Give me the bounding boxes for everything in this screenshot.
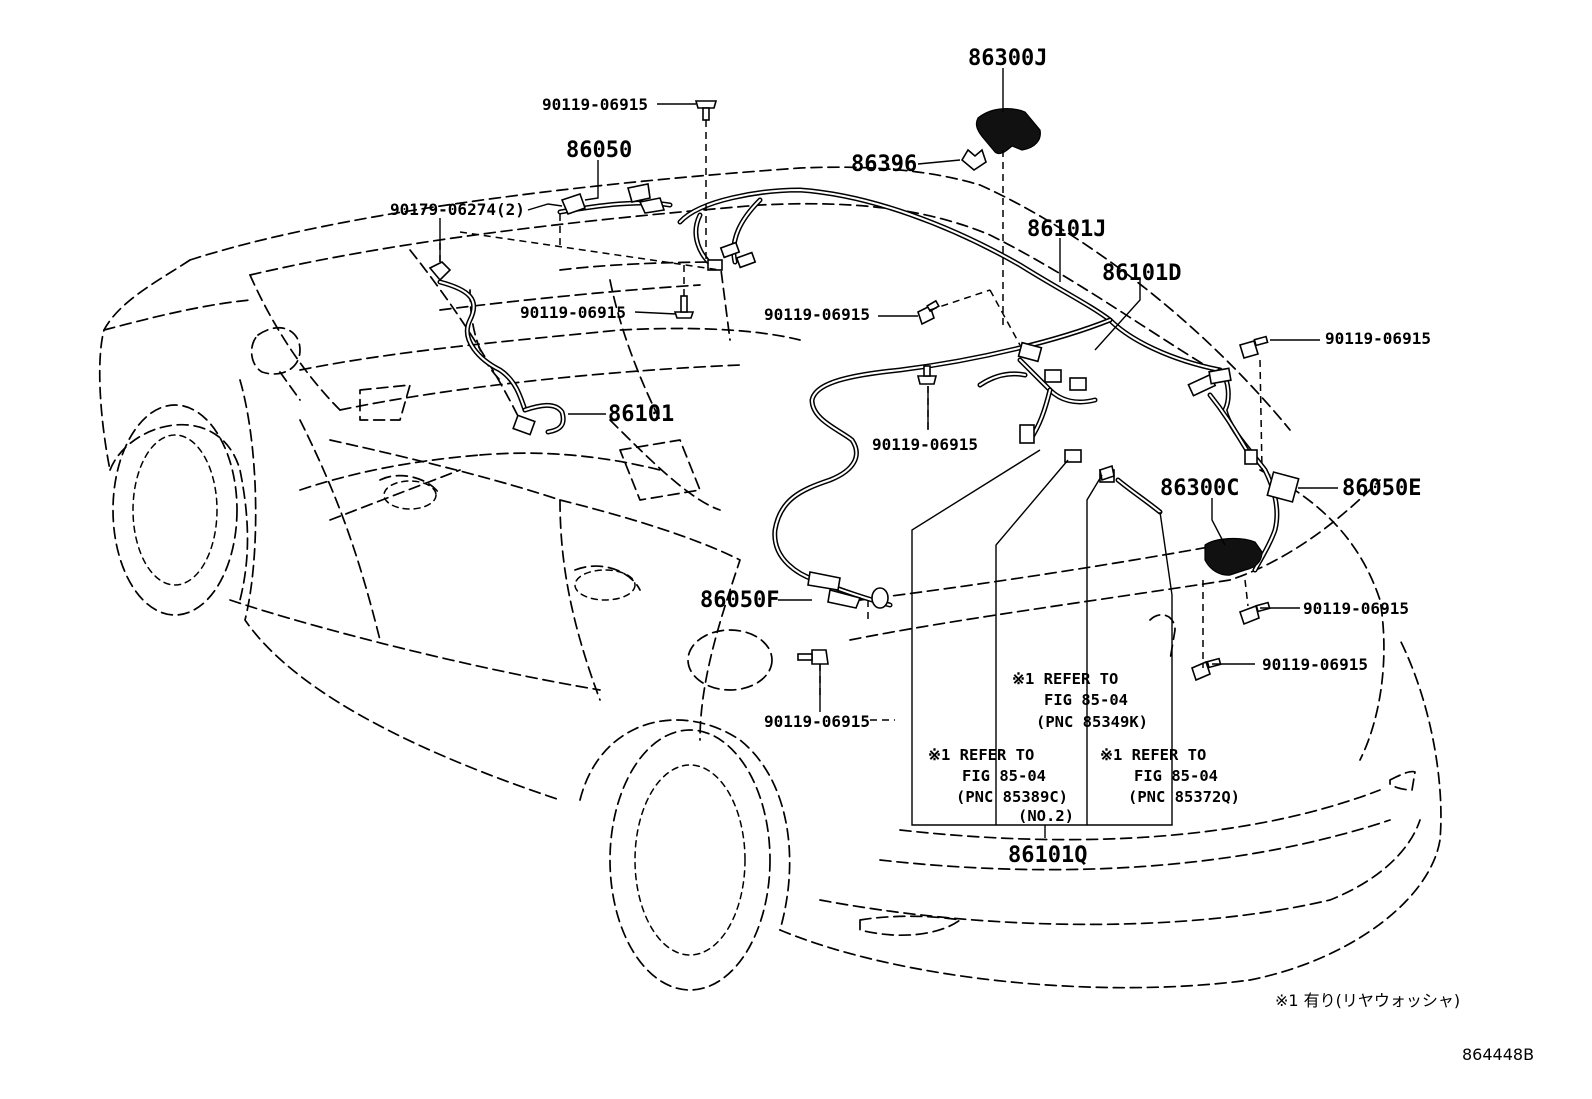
reference-note-3: ※1 REFER TO FIG 85-04 (PNC 85372Q) — [1100, 746, 1240, 806]
bolt-a — [694, 100, 718, 121]
svg-text:(PNC 85349K): (PNC 85349K) — [1036, 713, 1148, 731]
label-86300J: 86300J — [968, 46, 1047, 71]
bolt-b — [673, 295, 695, 319]
svg-text:(PNC 85372Q): (PNC 85372Q) — [1128, 788, 1240, 806]
label-bolt-a: 90119-06915 — [542, 95, 648, 114]
svg-text:※1 REFER TO: ※1 REFER TO — [928, 746, 1034, 764]
bolt-d — [916, 365, 938, 385]
bolt-g — [1191, 657, 1222, 682]
label-bolt-c: 90119-06915 — [764, 305, 870, 324]
svg-text:FIG 85-04: FIG 85-04 — [1134, 767, 1218, 785]
svg-text:※1 REFER TO: ※1 REFER TO — [1012, 670, 1118, 688]
label-86101J: 86101J — [1027, 217, 1106, 242]
label-bolt-f: 90119-06915 — [1303, 599, 1409, 618]
svg-text:FIG 85-04: FIG 85-04 — [1044, 691, 1128, 709]
reference-note-1: ※1 REFER TO FIG 85-04 (PNC 85349K) — [1012, 670, 1148, 731]
part-labels: 86300J 86396 86050 90119-06915 90179-062… — [390, 46, 1431, 868]
label-bolt-g: 90119-06915 — [1262, 655, 1368, 674]
antenna-base-86300J — [975, 108, 1041, 155]
clip-86396 — [960, 148, 987, 171]
label-86050E: 86050E — [1342, 476, 1421, 501]
svg-text:(NO.2): (NO.2) — [1018, 807, 1074, 825]
label-86300C: 86300C — [1160, 476, 1239, 501]
footnote: ※1 有り(リヤウォッシャ) — [1275, 991, 1460, 1010]
leader-lines — [439, 68, 1338, 838]
label-bolt-b: 90119-06915 — [520, 303, 626, 322]
car-body-outline — [98, 166, 1442, 991]
bolt-h — [797, 649, 829, 665]
label-bolt-e: 90119-06915 — [1325, 329, 1431, 348]
bolt-c — [917, 299, 940, 326]
label-clip-90179: 90179-06274(2) — [390, 200, 525, 219]
svg-text:FIG 85-04: FIG 85-04 — [962, 767, 1046, 785]
label-86101Q: 86101Q — [1008, 843, 1087, 868]
wire-harness-group — [437, 187, 1280, 608]
label-86050: 86050 — [566, 138, 632, 163]
bolt-e — [1238, 335, 1269, 359]
label-86101D: 86101D — [1102, 261, 1181, 286]
reference-note-2: ※1 REFER TO FIG 85-04 (PNC 85389C) (NO.2… — [928, 746, 1074, 825]
parts-group — [428, 100, 1300, 682]
washer-pump-86300C — [1204, 537, 1263, 576]
label-bolt-h: 90119-06915 — [764, 712, 870, 731]
svg-text:※1 REFER TO: ※1 REFER TO — [1100, 746, 1206, 764]
label-bolt-d: 90119-06915 — [872, 435, 978, 454]
label-86101: 86101 — [608, 402, 674, 427]
bolt-f — [1238, 601, 1271, 626]
label-86050F: 86050F — [700, 588, 779, 613]
label-86396: 86396 — [851, 152, 917, 177]
figure-id: 864448B — [1462, 1045, 1534, 1064]
alignment-lines — [439, 120, 1263, 721]
svg-text:(PNC 85389C): (PNC 85389C) — [956, 788, 1068, 806]
